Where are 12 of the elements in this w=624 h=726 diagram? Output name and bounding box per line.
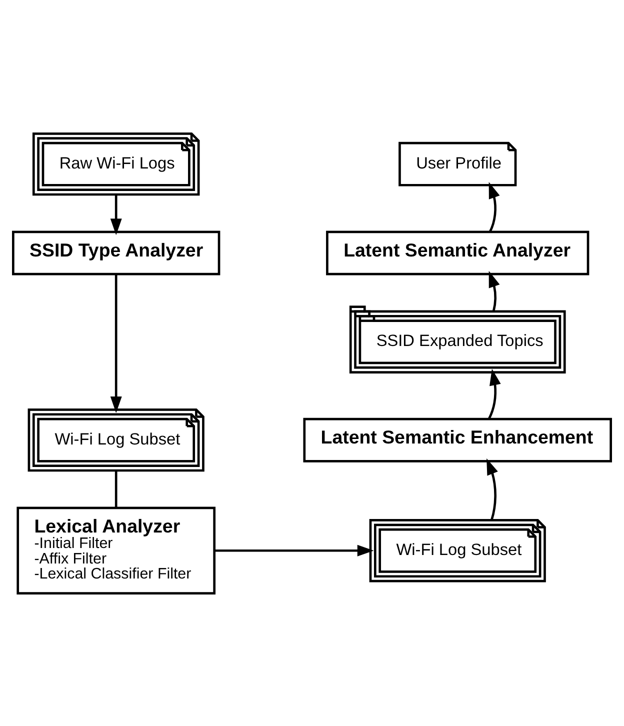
connector <box>114 470 118 508</box>
node-box: Latent Semantic Enhancement <box>303 417 612 462</box>
arrow <box>488 368 501 419</box>
arrow <box>486 458 498 520</box>
node-box: Latent Semantic Analyzer <box>326 230 590 275</box>
arrow <box>488 270 500 311</box>
node-box: SSID Type Analyzer <box>12 230 220 275</box>
arrow <box>110 274 122 412</box>
arrow <box>110 194 122 235</box>
node-box: Lexical Analyzer -Initial Filter -Affix Filter -Lexical Classifier Filter <box>16 506 216 594</box>
arrow <box>488 181 500 232</box>
arrow <box>214 544 374 556</box>
